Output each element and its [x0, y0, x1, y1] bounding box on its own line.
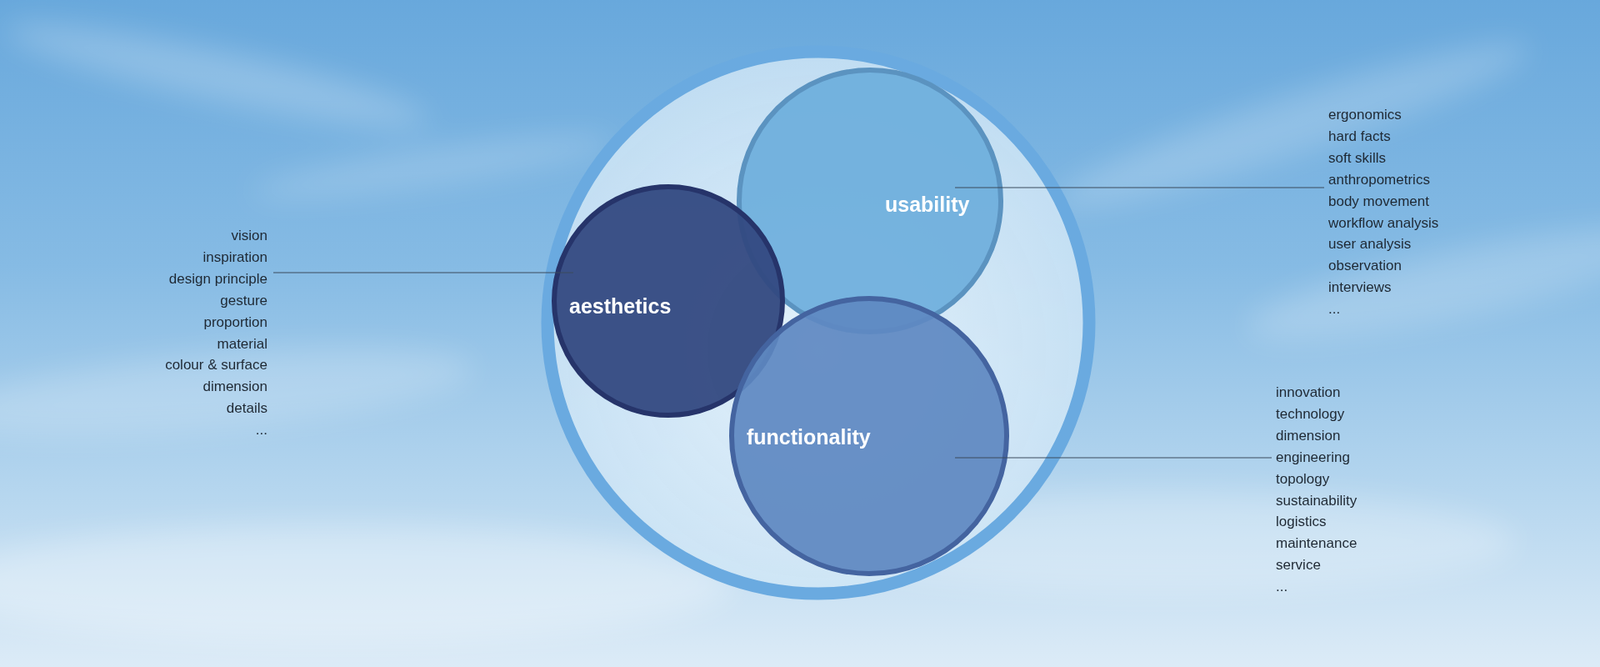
keyword-item-wrap: dimension	[1275, 425, 1341, 447]
keyword-item: maintenance	[1275, 535, 1357, 551]
circle-title-wrap: usability	[885, 191, 970, 217]
keyword-item-wrap: proportion	[203, 311, 268, 334]
keyword-item: body movement	[1328, 193, 1430, 210]
keyword-item-wrap: topology	[1275, 468, 1330, 490]
keyword-item-wrap: dimension	[203, 375, 269, 398]
keyword-item-wrap: user analysis	[1328, 233, 1411, 255]
keyword-item-wrap: ...	[255, 419, 268, 441]
circle-title: aesthetics	[569, 294, 671, 318]
leader-line	[955, 187, 1325, 189]
keyword-item-wrap: engineering	[1275, 446, 1350, 469]
keyword-item-wrap: sustainability	[1275, 490, 1357, 512]
outer-circle	[547, 51, 1090, 594]
keyword-item-wrap: maintenance	[1275, 532, 1357, 555]
keyword-item: ergonomics	[1328, 106, 1402, 123]
keyword-item-wrap: design principle	[169, 268, 268, 290]
keyword-item: user analysis	[1328, 235, 1411, 252]
keyword-item: workflow analysis	[1328, 215, 1439, 231]
keyword-item-wrap: technology	[1275, 403, 1345, 425]
keyword-item-wrap: hard facts	[1328, 125, 1391, 148]
keyword-item: observation	[1328, 257, 1402, 274]
keyword-item-wrap: inspiration	[203, 246, 269, 269]
keyword-item-wrap: observation	[1328, 255, 1402, 277]
keyword-item: service	[1275, 556, 1321, 573]
keyword-item-wrap: gesture	[220, 290, 268, 312]
keyword-item-wrap: body movement	[1328, 190, 1430, 213]
keyword-item: design principle	[169, 270, 268, 287]
keyword-item: colour & surface	[165, 356, 268, 373]
circle-title: functionality	[746, 425, 871, 449]
keyword-item: material	[217, 335, 268, 352]
circle-fill	[731, 298, 1007, 574]
keyword-item-wrap: anthropometrics	[1328, 169, 1430, 191]
keyword-item: sustainability	[1275, 492, 1357, 509]
keyword-item: ...	[255, 421, 268, 438]
circle-title: usability	[885, 192, 970, 216]
keyword-item: engineering	[1275, 449, 1350, 465]
topic-circle: functionality	[726, 293, 1012, 579]
keyword-item: technology	[1275, 405, 1345, 422]
keyword-item-wrap: service	[1275, 554, 1321, 576]
circle-title-wrap: aesthetics	[569, 293, 671, 319]
cloud-wisps	[0, 5, 1600, 642]
keyword-item-wrap: vision	[231, 225, 268, 247]
keyword-item: dimension	[203, 378, 269, 395]
keyword-item: topology	[1275, 470, 1330, 487]
leader-line	[273, 272, 574, 274]
keyword-item: dimension	[1275, 427, 1341, 444]
keyword-item-wrap: interviews	[1328, 276, 1392, 299]
keyword-item: innovation	[1275, 384, 1341, 400]
keyword-item-wrap: logistics	[1275, 510, 1326, 533]
keyword-item: inspiration	[203, 249, 269, 265]
keyword-item: anthropometrics	[1328, 171, 1430, 188]
keyword-item-wrap: ...	[1328, 298, 1340, 320]
keyword-item: proportion	[203, 314, 268, 330]
keyword-item-wrap: ...	[1275, 575, 1288, 598]
keyword-item-wrap: innovation	[1275, 381, 1341, 404]
keyword-item: details	[226, 400, 268, 416]
keyword-item: ...	[1275, 578, 1288, 595]
keyword-item: vision	[231, 227, 268, 244]
keyword-item-wrap: soft skills	[1328, 147, 1386, 170]
keyword-item: logistics	[1275, 513, 1326, 530]
keyword-item: interviews	[1328, 279, 1392, 295]
leader-line	[955, 457, 1272, 459]
keyword-item-wrap: colour & surface	[165, 354, 268, 376]
circle-title-wrap: functionality	[746, 424, 871, 450]
keyword-item-wrap: ergonomics	[1328, 104, 1402, 126]
keyword-item: soft skills	[1328, 150, 1386, 166]
keyword-item: ...	[1328, 300, 1340, 317]
keyword-item: gesture	[220, 292, 268, 309]
keyword-item: hard facts	[1328, 128, 1391, 145]
keyword-item-wrap: details	[226, 397, 268, 420]
keyword-item-wrap: material	[217, 333, 268, 355]
keyword-item-wrap: workflow analysis	[1328, 212, 1439, 235]
